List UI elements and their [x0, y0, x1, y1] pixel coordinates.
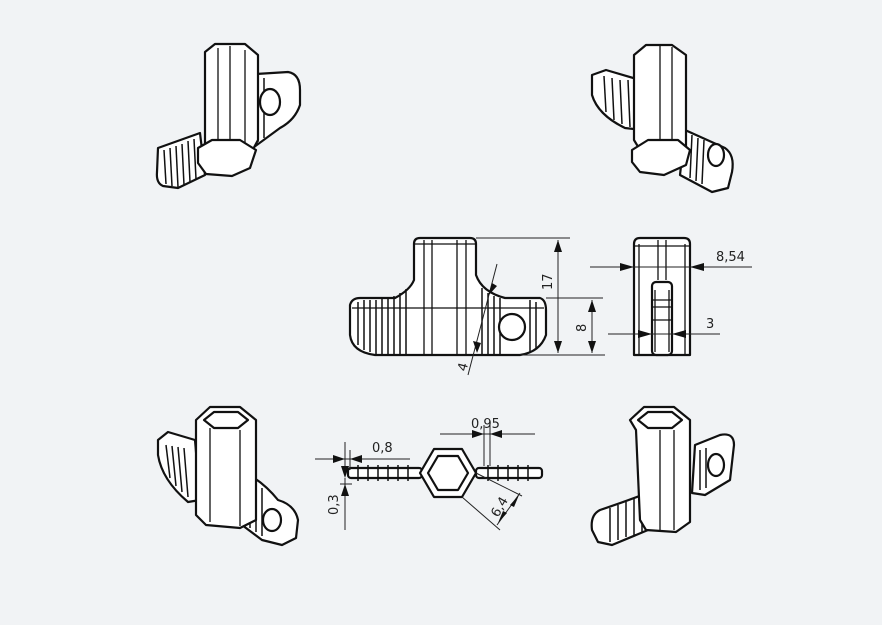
isometric-view-top-left [155, 42, 302, 190]
isometric-view-bottom-right [590, 405, 736, 547]
dim-side-slot: 3 [706, 317, 714, 332]
dim-front-handle-height: 8 [575, 324, 590, 332]
dim-front-height: 17 [541, 273, 556, 290]
side-view: 8,54 3 [590, 236, 752, 357]
front-view: 4 17 8 [348, 236, 605, 376]
dim-top-rib-width: 0,95 [471, 417, 500, 432]
dim-top-rib-pitch: 0,8 [372, 441, 393, 456]
dim-top-hex: 6,4 [488, 495, 511, 520]
dim-front-diagonal: 4 [455, 361, 472, 373]
dim-top-rib-depth: 0,3 [327, 494, 342, 515]
isometric-view-top-right [590, 43, 734, 194]
dim-side-width: 8,54 [716, 250, 745, 265]
top-view: 0,8 0,3 0,95 6,4 [315, 417, 544, 531]
isometric-view-bottom-left [156, 405, 300, 547]
